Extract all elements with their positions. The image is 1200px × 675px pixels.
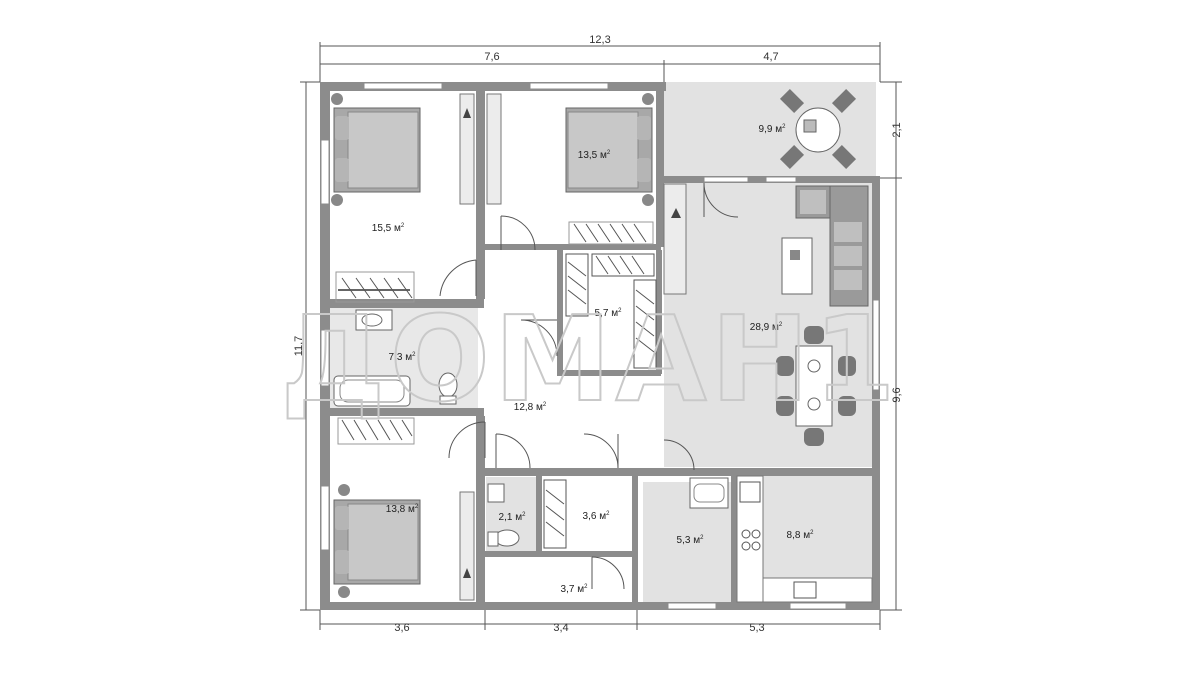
dim-bottom-3: 5,3	[749, 622, 764, 634]
dim-top-left: 7,6	[484, 51, 499, 63]
watermark: ДОМАН1	[280, 290, 899, 428]
dimension-lines	[300, 42, 902, 630]
wc-fixtures	[487, 483, 520, 547]
door-swings	[439, 182, 739, 590]
wardrobe-racks	[565, 253, 657, 369]
bed-top-left	[331, 93, 475, 303]
closet-rack	[543, 479, 567, 549]
area-utility: 5,3 м2	[677, 535, 705, 546]
kitchen-units	[736, 475, 873, 603]
area-terrace: 9,9 м2	[759, 124, 787, 135]
area-vestibule: 3,7 м2	[561, 584, 589, 595]
terrace-table	[779, 88, 857, 170]
area-bathroom: 7,3 м2	[389, 352, 417, 363]
dim-bottom-1: 3,6	[394, 622, 409, 634]
area-living: 28,9 м2	[750, 322, 783, 333]
dim-left-total: 11,7	[293, 336, 305, 357]
area-bedroom-bottom: 13,8 м2	[386, 504, 419, 515]
kitchen-floor	[763, 476, 875, 578]
area-wardrobe: 5,7 м2	[595, 308, 623, 319]
bathroom-fixtures	[333, 309, 458, 407]
area-kitchen: 8,8 м2	[787, 530, 815, 541]
dim-top-right: 4,7	[763, 51, 778, 63]
area-bedroom-top-left: 15,5 м2	[372, 223, 405, 234]
area-wc: 2,1 м2	[499, 512, 527, 523]
bed-top-mid	[486, 93, 654, 245]
dim-right-bottom: 9,6	[891, 387, 903, 402]
area-bedroom-top-mid: 13,5 м2	[578, 150, 611, 161]
living-furniture	[663, 183, 869, 446]
dim-top-total: 12,3	[589, 34, 610, 46]
windows	[320, 82, 880, 610]
utility-appliances	[689, 477, 729, 509]
dim-bottom-2: 3,4	[553, 622, 568, 634]
bed-bottom	[333, 417, 475, 601]
dim-right-top: 2,1	[891, 122, 903, 137]
area-closet: 3,6 м2	[583, 511, 611, 522]
area-hall: 12,8 м2	[514, 402, 547, 413]
